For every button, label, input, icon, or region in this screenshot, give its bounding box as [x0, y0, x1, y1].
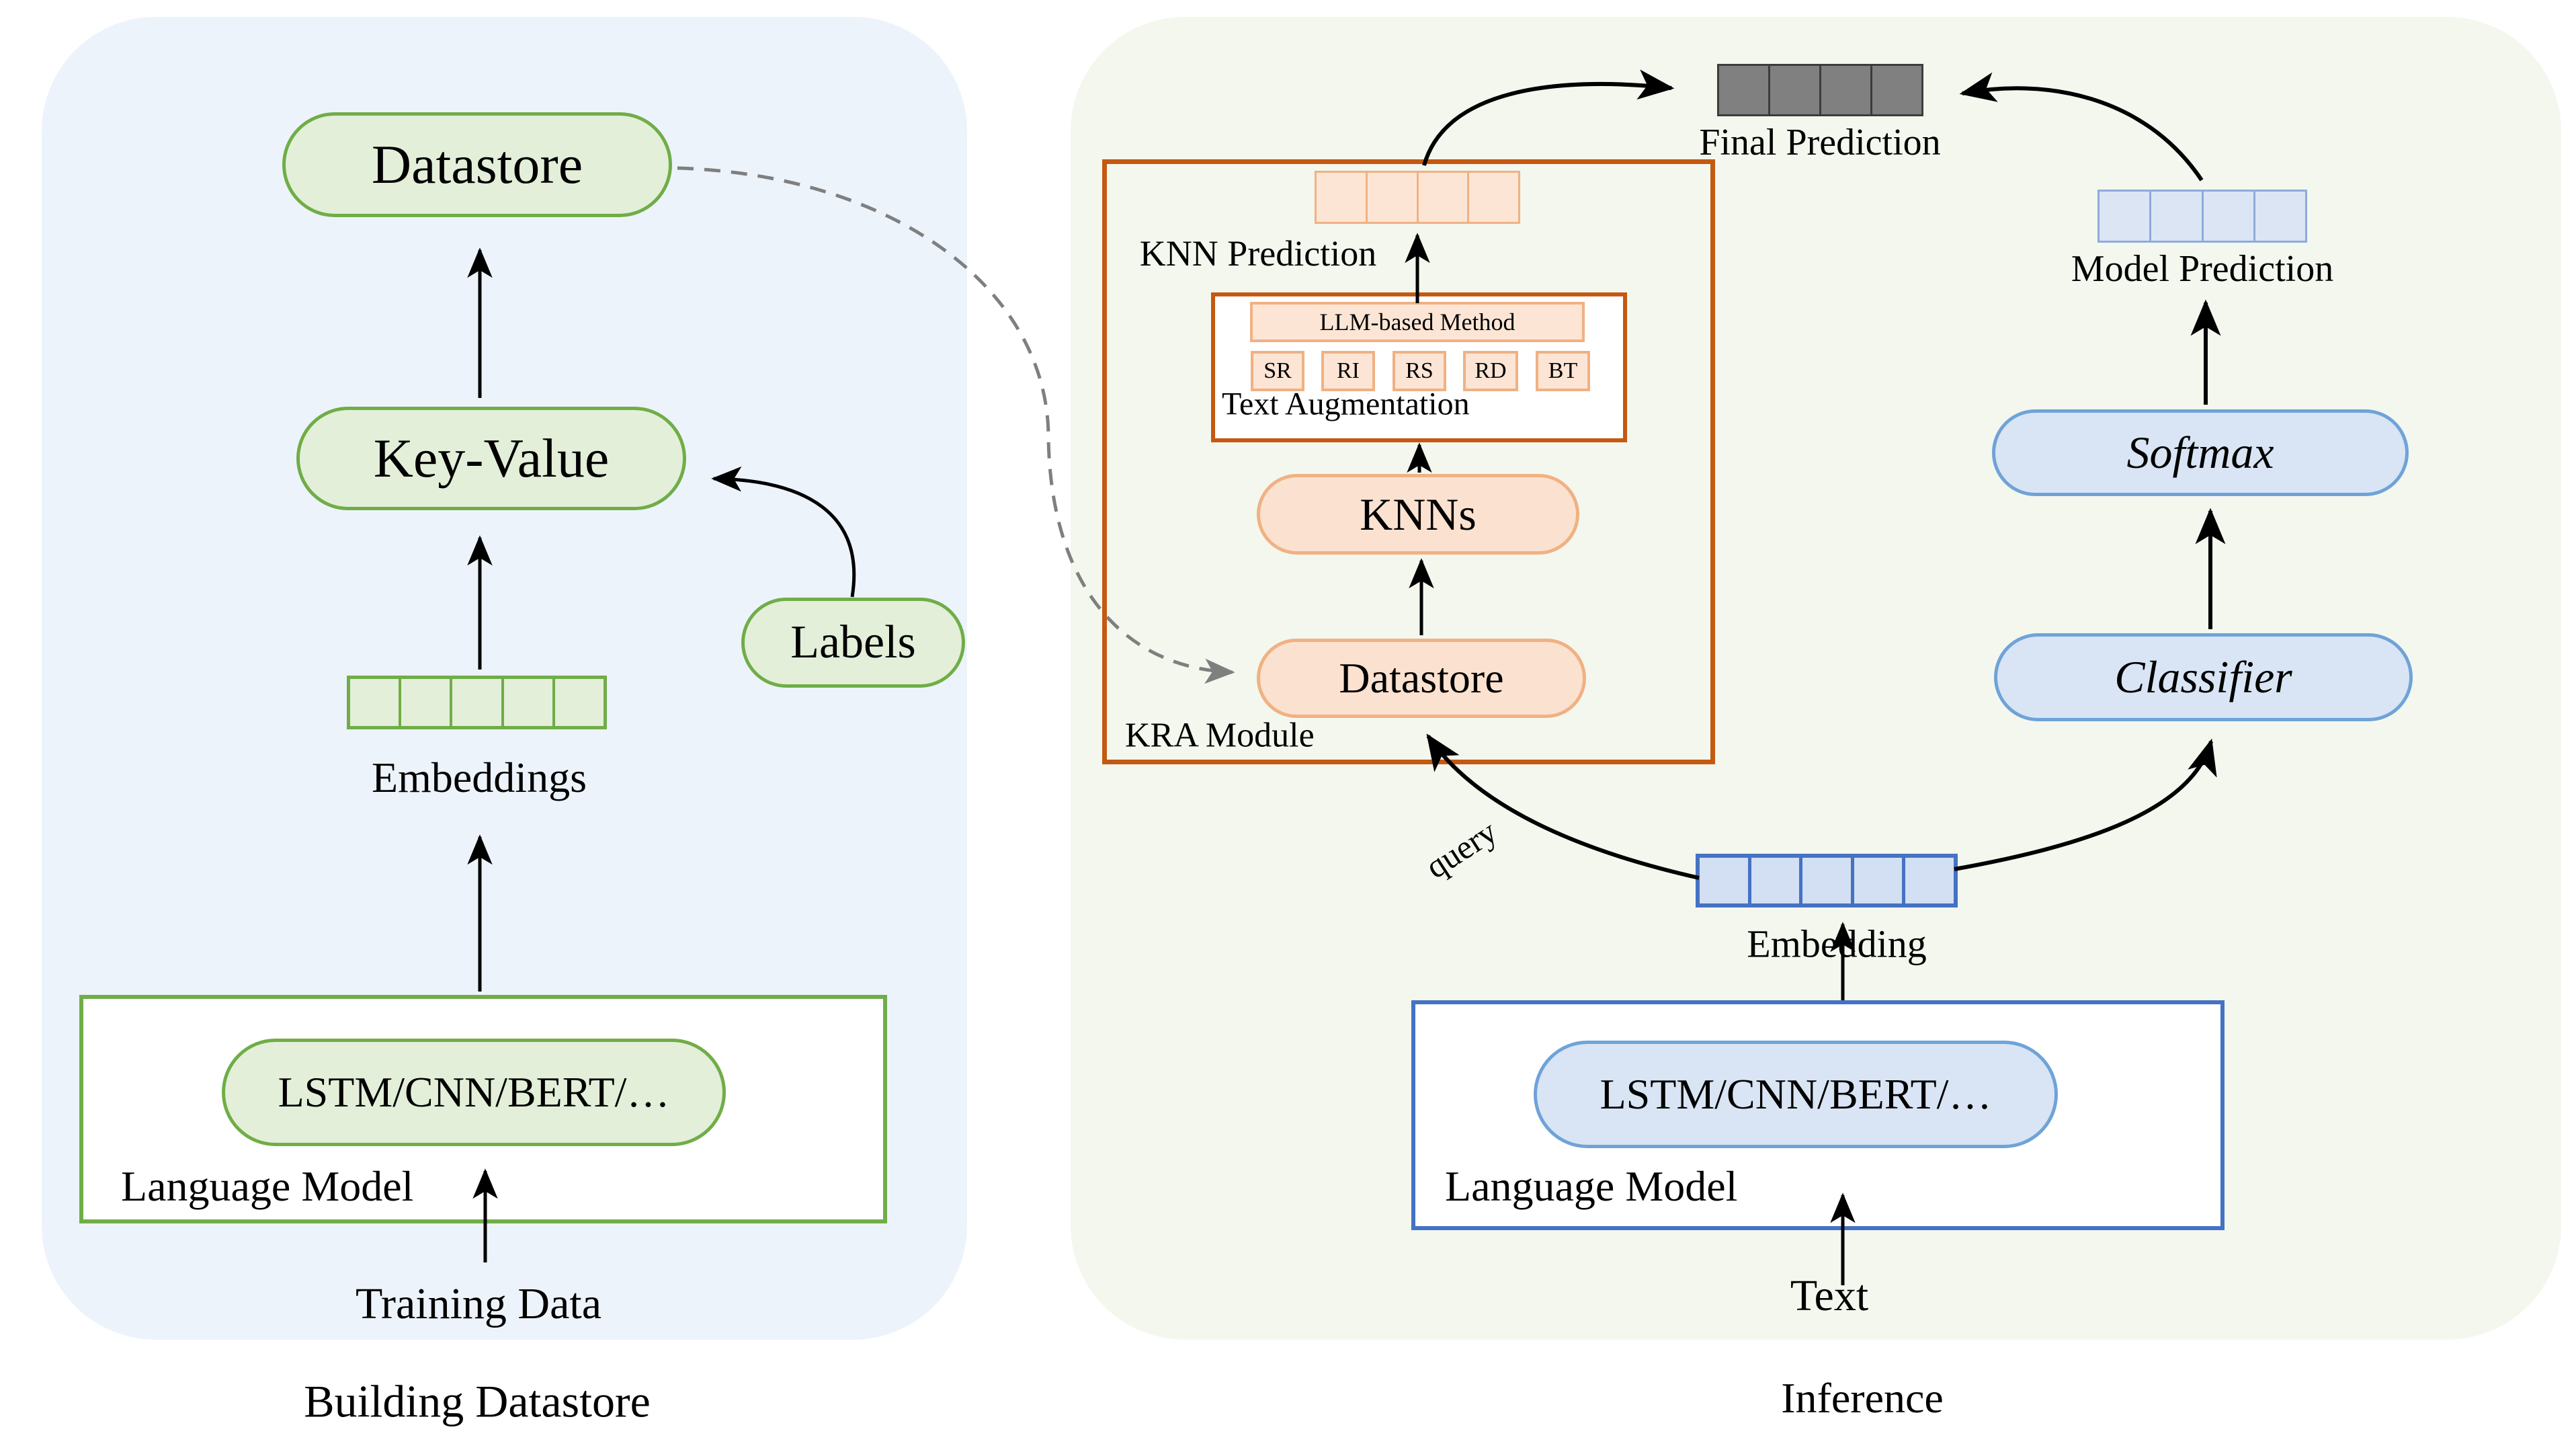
- method-box-ri: RI: [1321, 351, 1375, 391]
- lstm-label-right: LSTM/CNN/BERT/…: [1599, 1070, 1992, 1118]
- vector-cell: [1799, 858, 1851, 903]
- knns-label: KNNs: [1360, 488, 1477, 540]
- softmax-label: Softmax: [2126, 427, 2274, 478]
- method-box-sr: SR: [1251, 351, 1304, 391]
- method-box-rs: RS: [1393, 351, 1446, 391]
- final-prediction-label: Final Prediction: [1699, 122, 1941, 163]
- embedding-vector: [1696, 854, 1958, 908]
- final-prediction-vector: [1717, 64, 1923, 116]
- model-prediction-vector: [2097, 190, 2307, 243]
- vector-cell: [1902, 858, 1954, 903]
- text-augmentation-label: Text Augmentation: [1222, 386, 1470, 422]
- classifier-node: Classifier: [1994, 633, 2413, 721]
- vector-cell: [1416, 173, 1468, 222]
- vector-cell: [1747, 858, 1800, 903]
- vector-cell: [350, 679, 399, 726]
- method-label-sr: SR: [1263, 358, 1292, 383]
- vector-cell: [1317, 173, 1366, 222]
- kra-module-label: KRA Module: [1125, 716, 1315, 755]
- inference-caption: Inference: [1781, 1374, 1944, 1422]
- vector-cell: [450, 679, 501, 726]
- datastore-node-left: Datastore: [282, 112, 672, 217]
- training-data-label: Training Data: [355, 1279, 602, 1328]
- lstm-node-left: LSTM/CNN/BERT/…: [222, 1039, 726, 1146]
- vector-cell: [1467, 173, 1518, 222]
- datastore-label-right: Datastore: [1339, 654, 1504, 702]
- labels-label: Labels: [790, 616, 916, 668]
- classifier-label: Classifier: [2114, 651, 2292, 702]
- vector-cell: [1850, 858, 1903, 903]
- building-datastore-caption: Building Datastore: [304, 1375, 651, 1427]
- lstm-label-left: LSTM/CNN/BERT/…: [278, 1068, 670, 1116]
- vector-cell: [1700, 858, 1748, 903]
- method-label-rd: RD: [1474, 358, 1507, 383]
- vector-cell: [552, 679, 604, 726]
- datastore-label-left: Datastore: [371, 134, 583, 195]
- embedding-label: Embedding: [1747, 922, 1927, 966]
- vector-cell: [1365, 173, 1417, 222]
- vector-cell: [399, 679, 450, 726]
- vector-cell: [2149, 192, 2201, 241]
- knns-node: KNNs: [1257, 474, 1579, 555]
- vector-cell: [1719, 66, 1768, 114]
- vector-cell: [2201, 192, 2253, 241]
- key-value-node: Key-Value: [296, 407, 686, 510]
- vector-cell: [1870, 66, 1921, 114]
- model-prediction-label: Model Prediction: [2071, 248, 2334, 290]
- embeddings-vector: [347, 676, 607, 729]
- vector-cell: [1768, 66, 1819, 114]
- vector-cell: [501, 679, 552, 726]
- method-box-bt: BT: [1536, 351, 1590, 391]
- datastore-node-right: Datastore: [1257, 639, 1586, 718]
- lstm-node-right: LSTM/CNN/BERT/…: [1534, 1041, 2058, 1148]
- llm-based-method-box: LLM-based Method: [1250, 302, 1585, 342]
- method-label-ri: RI: [1337, 358, 1360, 383]
- vector-cell: [1819, 66, 1870, 114]
- knn-prediction-vector: [1315, 171, 1520, 224]
- method-box-rd: RD: [1463, 351, 1518, 391]
- embeddings-label: Embeddings: [372, 754, 587, 801]
- llm-based-method-label: LLM-based Method: [1319, 309, 1515, 335]
- language-model-label-left: Language Model: [121, 1162, 414, 1210]
- method-label-rs: RS: [1405, 358, 1434, 383]
- knn-prediction-label: KNN Prediction: [1139, 233, 1377, 274]
- key-value-label: Key-Value: [373, 428, 610, 489]
- softmax-node: Softmax: [1992, 409, 2409, 496]
- vector-cell: [2253, 192, 2305, 241]
- language-model-label-right: Language Model: [1445, 1162, 1738, 1210]
- method-label-bt: BT: [1548, 358, 1578, 383]
- text-input-label: Text: [1790, 1271, 1869, 1320]
- labels-node: Labels: [741, 598, 965, 688]
- vector-cell: [2100, 192, 2149, 241]
